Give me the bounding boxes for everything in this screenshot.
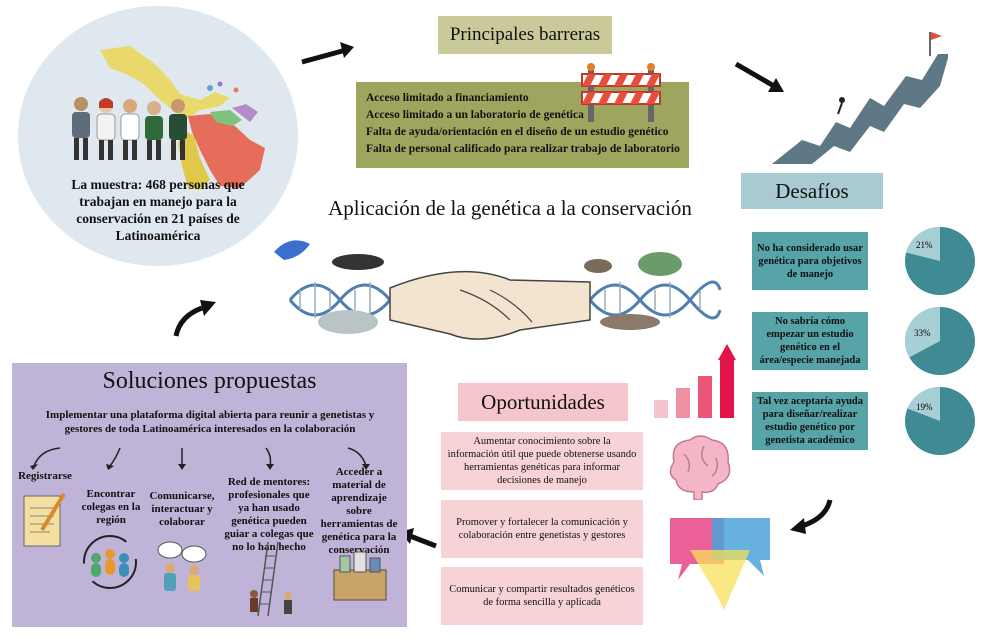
pie-percent-label: 19% xyxy=(916,402,933,412)
opportunities-title: Oportunidades xyxy=(458,383,628,421)
barrier-item: Acceso limitado a financiamiento xyxy=(366,92,529,104)
sample-description: La muestra: 468 personas que trabajan en… xyxy=(71,177,245,243)
pie-slice xyxy=(906,227,940,261)
bar-chart-up-icon xyxy=(654,344,736,418)
opportunity-box: Comunicar y compartir resultados genétic… xyxy=(441,567,643,625)
opportunity-box: Aumentar conocimiento sobre la informaci… xyxy=(441,432,643,490)
barriers-title: Principales barreras xyxy=(438,16,612,54)
solution-arrows xyxy=(30,447,370,470)
solution-item: Registrarse xyxy=(18,470,72,482)
main-title: Aplicación de la genética a la conservac… xyxy=(328,196,692,220)
brain-icon xyxy=(669,435,731,500)
challenge-box: No ha considerado usar genética para obj… xyxy=(752,232,868,290)
arrow-icon xyxy=(173,300,216,337)
barrier-item: Falta de ayuda/orientación en el diseño … xyxy=(366,126,669,138)
speech-bubbles-icon xyxy=(670,518,770,610)
pie-slice xyxy=(907,387,940,421)
dna-handshake-icon xyxy=(274,240,722,340)
challenge-pie: 21% xyxy=(905,227,975,295)
barrier-item: Acceso limitado a un laboratorio de gené… xyxy=(366,109,584,121)
talking-people-icon xyxy=(157,541,207,591)
pie-percent-label: 21% xyxy=(916,240,933,250)
arrow-icon xyxy=(734,61,784,92)
arrow-icon xyxy=(301,42,354,65)
notepad-icon xyxy=(23,492,66,547)
challenge-pie: 33% xyxy=(905,307,975,375)
mountain-climb-icon xyxy=(772,32,948,164)
solution-item: Comunicarse, interactuar y colaborar xyxy=(149,490,215,528)
learning-box-icon xyxy=(333,551,387,601)
solutions-subtitle: Implementar una plataforma digital abier… xyxy=(45,409,375,435)
solution-item: Red de mentores: profesionales que ya ha… xyxy=(224,476,314,553)
pie-percent-label: 33% xyxy=(914,328,931,338)
latin-america-map-icon xyxy=(100,46,265,190)
challenges-title: Desafíos xyxy=(741,173,883,209)
solutions-title: Soluciones propuestas xyxy=(102,368,317,394)
people-circle-icon xyxy=(83,535,137,589)
solution-item: Encontrar colegas en la región xyxy=(81,488,141,526)
challenge-box: No sabría cómo empezar un estudio genéti… xyxy=(752,312,868,370)
pie-slice xyxy=(905,307,940,358)
roadblock-icon xyxy=(581,63,661,122)
ladder-mentor-icon xyxy=(250,541,292,617)
opportunity-box: Promover y fortalecer la comunicación y … xyxy=(441,500,643,558)
challenge-pie: 19% xyxy=(905,387,975,455)
barrier-item: Falta de personal calificado para realiz… xyxy=(366,143,680,155)
people-group-icon xyxy=(72,97,187,160)
arrow-icon xyxy=(790,499,833,534)
challenge-box: Tal vez aceptaría ayuda para diseñar/rea… xyxy=(752,392,868,450)
solution-item: Acceder a material de aprendizaje sobre … xyxy=(320,466,398,556)
